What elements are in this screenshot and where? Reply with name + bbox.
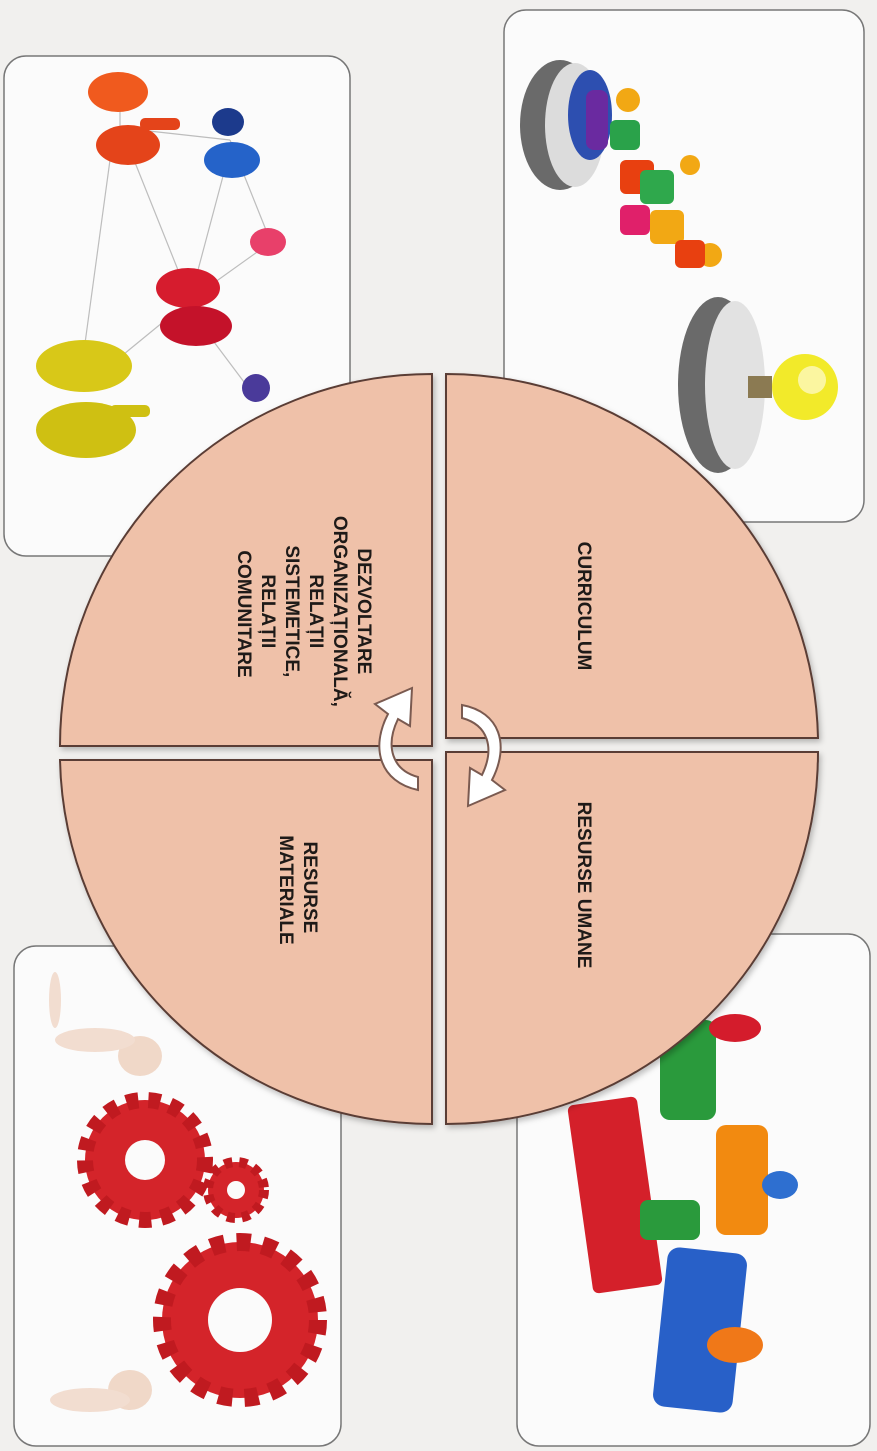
quadrant-resurse-umane: [445, 751, 820, 1126]
label-dezvoltare-line: SISTEMETICE,: [281, 545, 302, 677]
label-dezvoltare-line: RELAȚII: [257, 574, 278, 648]
quadrant-resurse-materiale: [58, 759, 433, 1126]
label-curriculum: CURRICULUM: [573, 542, 594, 671]
image-card-top-left: [3, 55, 351, 557]
quadrant-circle: [58, 372, 820, 1126]
label-dezvoltare-line: RELAȚII: [305, 574, 326, 648]
puzzle-people-network-image: [36, 72, 286, 458]
label-dezvoltare-line: DEZVOLTARE: [353, 548, 374, 674]
label-dezvoltare-line: ORGANIZAȚIONALĂ,: [329, 516, 351, 707]
cycle-arrow-left-icon: [373, 686, 419, 792]
image-card-top-right: [503, 9, 865, 523]
people-turning-gears-image: [49, 972, 327, 1412]
label-resurse-materiale: RESURSE MATERIALE: [275, 835, 320, 944]
cycle-arrow-right-icon: [461, 703, 507, 808]
cycle-arrows: [373, 686, 507, 808]
label-resurse-materiale-line: RESURSE: [299, 841, 320, 933]
label-dezvoltare: DEZVOLTARE ORGANIZAȚIONALĂ, RELAȚII SIST…: [233, 516, 374, 712]
label-dezvoltare-line: COMUNITARE: [233, 550, 254, 677]
quadrant-dezvoltare: [58, 372, 433, 747]
puzzle-bridge-lightbulb-image: [520, 60, 838, 473]
quadrant-curriculum: [445, 372, 820, 739]
label-resurse-materiale-line: MATERIALE: [275, 835, 296, 944]
label-resurse-umane: RESURSE UMANE: [573, 802, 594, 969]
